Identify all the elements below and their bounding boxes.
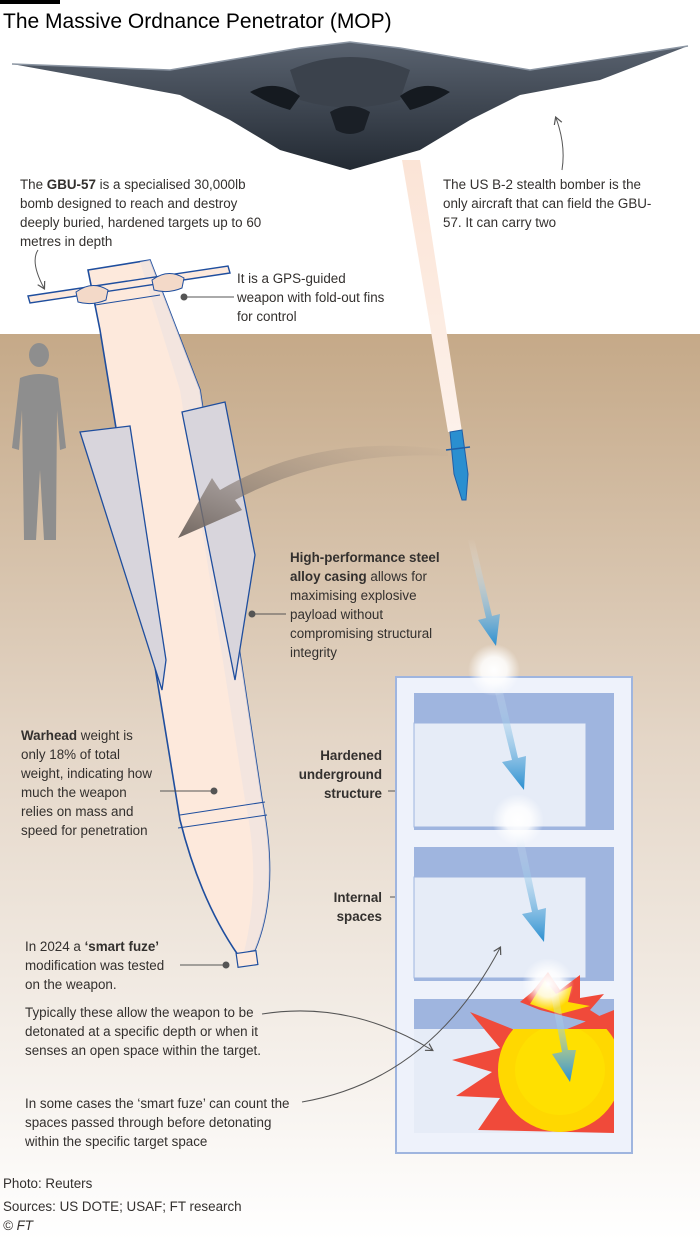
b2-leader-line [556, 118, 564, 171]
warhead-rest: weight is only 18% of total weight, indi… [21, 728, 153, 838]
casing-rest: allows for maximising explosive payload … [290, 569, 433, 660]
gbu57-pre: The [20, 177, 47, 192]
top-accent-bar [0, 0, 60, 4]
copyright: © FT [3, 1218, 33, 1233]
gps-annotation: It is a GPS-guided weapon with fold-out … [237, 271, 385, 324]
page-title: The Massive Ordnance Penetrator (MOP) [3, 10, 392, 33]
fuze-annotation: In 2024 a ‘smart fuze’ modification was … [25, 937, 175, 994]
spaces-annotation: Internal spaces [333, 890, 382, 924]
gbu57-leader-line [34, 249, 44, 288]
b2-annotation: The US B-2 stealth bomber is the only ai… [443, 177, 652, 230]
casing-annotation: High-performance steel alloy casing allo… [290, 548, 440, 662]
count-annotation: In some cases the ‘smart fuze’ can count… [25, 1096, 290, 1149]
sources-credit: Sources: US DOTE; USAF; FT research [3, 1199, 242, 1214]
gbu57-rest: is a specialised 30,000lb bomb designed … [20, 177, 262, 249]
b2-bomber-image [11, 41, 689, 170]
gbu57-bold: GBU-57 [46, 177, 96, 192]
fuze-pre: In 2024 a [25, 939, 85, 954]
penetration-path-arrows [468, 538, 576, 1082]
gbu57-annotation: The GBU-57 is a specialised 30,000lb bom… [20, 175, 270, 251]
small-bomb-icon [445, 429, 471, 501]
contrail [402, 160, 462, 432]
count-leader-line [301, 948, 500, 1103]
typically-leader-line [261, 1010, 432, 1050]
fuze-rest: modification was tested on the weapon. [25, 958, 165, 992]
warhead-bold: Warhead [21, 728, 78, 743]
person-silhouette-icon [12, 343, 66, 540]
gbu57-bomb-illustration [27, 259, 271, 969]
warhead-annotation: Warhead weight is only 18% of total weig… [21, 726, 161, 840]
fuze-bold: ‘smart fuze’ [84, 939, 159, 954]
typically-annotation: Typically these allow the weapon to be d… [25, 1005, 261, 1058]
photo-credit: Photo: Reuters [3, 1176, 93, 1191]
zoom-arrow [178, 445, 448, 538]
casing-bold: High-performance steel alloy casing [290, 550, 440, 584]
structure-annotation: Hardened underground structure [298, 748, 382, 801]
